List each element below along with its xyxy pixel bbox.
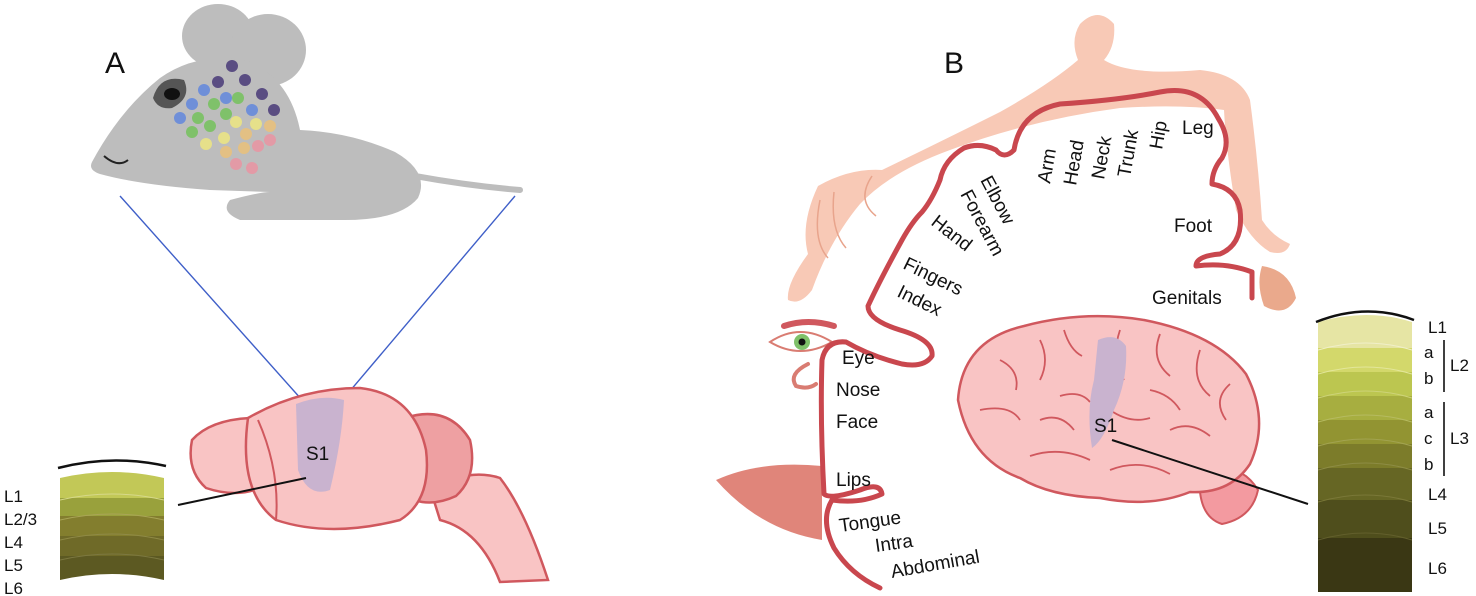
pia-line-a	[57, 459, 167, 470]
label-head: Head	[1060, 138, 1089, 186]
s1-label-b: S1	[1094, 416, 1117, 437]
label-lips: Lips	[836, 470, 871, 491]
layer-label-b-l5: L5	[1428, 519, 1447, 538]
layer-label-b-3b: b	[1424, 455, 1433, 474]
projection-line-right	[343, 195, 516, 399]
layer-label-a-4: L5	[4, 556, 23, 575]
homunculus	[716, 15, 1296, 540]
cortex-pointer-line-a	[177, 477, 307, 506]
label-face: Face	[836, 412, 878, 433]
layer-label-b-l2: L2	[1450, 356, 1469, 375]
layer-label-b-l6: L6	[1428, 559, 1447, 578]
s1-region-b	[1089, 337, 1127, 448]
label-leg: Leg	[1182, 118, 1214, 139]
homunculus-pupil	[798, 338, 806, 346]
homunculus-nose	[791, 362, 818, 390]
label-hip: Hip	[1146, 119, 1172, 151]
layer-label-b-l1: L1	[1428, 318, 1447, 337]
s1-region-a	[296, 397, 344, 492]
mouse-pupil	[164, 88, 180, 100]
panel-a: A	[4, 4, 550, 596]
layer-label-b-3a: a	[1424, 403, 1434, 422]
label-trunk: Trunk	[1114, 128, 1143, 179]
mouse-body	[91, 58, 422, 221]
panel-b-letter: B	[944, 47, 964, 80]
brainstem	[428, 473, 550, 584]
pia-line-b	[1315, 310, 1415, 324]
label-intra: Intra	[874, 531, 915, 557]
cortex-pointer-line-b	[1111, 439, 1309, 505]
homunculus-hand-lines	[816, 175, 877, 259]
whisker-dots	[174, 60, 280, 174]
layer-stack-a	[60, 472, 164, 580]
layer-label-b-2a: a	[1424, 343, 1434, 362]
layer-label-a-2: L2/3	[4, 510, 37, 529]
label-arm: Arm	[1034, 147, 1061, 185]
label-eye: Eye	[842, 348, 875, 369]
cortex-outline	[818, 88, 1255, 591]
layer-stack-b	[1318, 315, 1412, 592]
mouse-mouth	[103, 155, 129, 165]
mouse-tail	[412, 173, 523, 193]
label-neck: Neck	[1088, 134, 1116, 181]
layer-label-b-2b: b	[1424, 369, 1433, 388]
layer-label-b-l3: L3	[1450, 429, 1469, 448]
layer-label-b-l4: L4	[1428, 485, 1447, 504]
label-nose: Nose	[836, 380, 880, 401]
homunculus-brow	[781, 319, 837, 329]
mouse-brain: S1	[189, 386, 550, 584]
s1-label-a: S1	[306, 444, 329, 465]
human-brain: S1	[956, 314, 1261, 526]
homunculus-lip	[716, 464, 822, 540]
cerebrum-fold	[257, 419, 278, 521]
layer-label-a-1: L1	[4, 487, 23, 506]
layer-label-b-3c: c	[1424, 429, 1433, 448]
homunculus-foot	[1259, 266, 1296, 311]
layer-label-a-5: L6	[4, 579, 23, 596]
panel-b: B Leg Hip Trunk Neck Head Arm Elbow Fore…	[716, 15, 1469, 592]
mouse-illustration	[91, 4, 523, 221]
label-genitals: Genitals	[1152, 288, 1222, 309]
label-foot: Foot	[1174, 216, 1213, 237]
homunculus-body	[787, 15, 1290, 302]
panel-a-letter: A	[105, 47, 125, 80]
projection-line-left	[119, 195, 303, 401]
layer-label-a-3: L4	[4, 533, 23, 552]
